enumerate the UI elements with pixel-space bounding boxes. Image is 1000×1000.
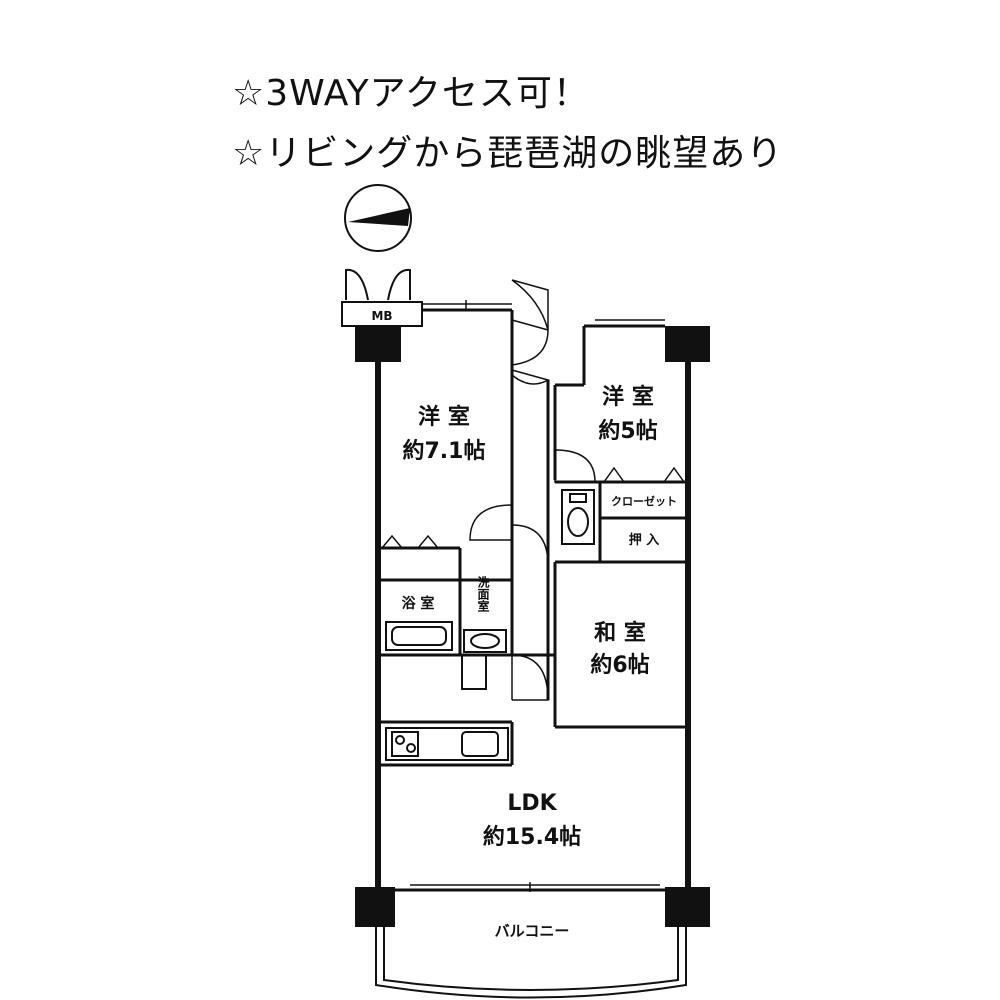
ldk-area: 約15.4帖: [483, 824, 581, 850]
western-room-2-area: 約5帖: [598, 418, 657, 444]
windows: [410, 300, 665, 892]
bathtub-icon: [385, 621, 453, 651]
balcony-label: バルコニー: [495, 922, 570, 940]
headline-access: ☆3WAYアクセス可！: [232, 73, 590, 114]
ldk-name: LDK: [507, 791, 557, 816]
closet-label: クローゼット: [611, 494, 677, 508]
meter-box: MB: [341, 301, 423, 327]
meter-box-label: MB: [371, 309, 392, 323]
western-room-1-area: 約7.1帖: [403, 438, 486, 464]
entrance-door-icon: [345, 268, 411, 301]
washroom-label: 洗面室: [476, 575, 490, 613]
balcony-outline: [375, 927, 687, 999]
closet-doors: [381, 466, 685, 549]
columns: [355, 326, 710, 927]
bathroom-label: 浴 室: [402, 595, 435, 612]
western-room-1-name: 洋 室: [418, 404, 470, 430]
western-room-2-name: 洋 室: [602, 384, 654, 410]
kitchen-stove-icon: [385, 727, 509, 761]
compass-icon: [344, 184, 412, 252]
sink-icon: [461, 629, 507, 690]
oshiire-label: 押 入: [629, 532, 660, 548]
japanese-room-name: 和 室: [594, 620, 646, 646]
japanese-room-area: 約6帖: [590, 652, 649, 678]
door-swings: [469, 279, 596, 701]
toilet-icon: [561, 489, 595, 545]
headline-view: ☆リビングから琵琶湖の眺望あり: [232, 133, 784, 174]
